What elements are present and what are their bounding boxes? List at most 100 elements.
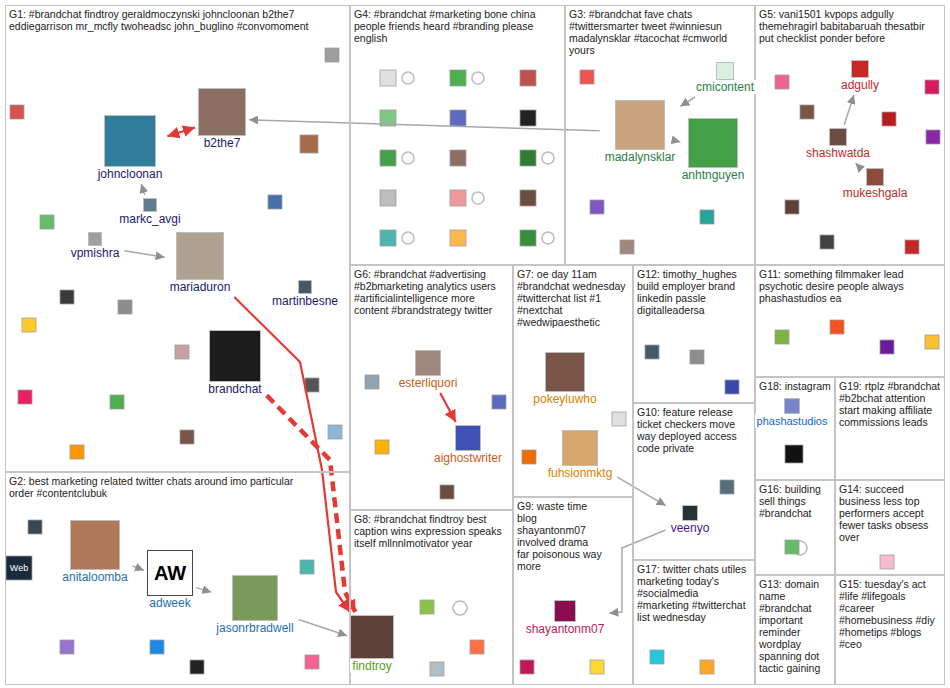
vertex-icon bbox=[492, 395, 506, 409]
group-heading: G18: instagram bbox=[756, 378, 834, 394]
vertex-label: shashwatda bbox=[804, 146, 872, 160]
vertex-icon bbox=[700, 660, 714, 674]
vertex-icon bbox=[450, 190, 466, 206]
vertex-label: adweek bbox=[147, 596, 192, 610]
vertex-icon bbox=[305, 378, 319, 392]
group-heading: G2: best marketing related twitter chats… bbox=[6, 473, 302, 501]
group-heading: G3: #brandchat fave chats #twittersmarte… bbox=[566, 6, 754, 58]
vertex-icon bbox=[175, 345, 189, 359]
vertex-node: fuhsionmktg bbox=[546, 430, 615, 480]
vertex-label: anhtnguyen bbox=[680, 168, 747, 182]
vertex-icon bbox=[60, 640, 74, 654]
vertex-icon bbox=[520, 150, 536, 166]
group-panel: G10: feature release ticket checkers mov… bbox=[633, 403, 755, 560]
vertex-label: cmicontent bbox=[694, 80, 756, 94]
vertex-avatar bbox=[209, 330, 261, 382]
vertex-node: markc_avgi bbox=[117, 198, 182, 226]
logo-text: Web bbox=[6, 556, 32, 580]
vertex-label: anitaloomba bbox=[60, 570, 129, 584]
vertex-icon bbox=[380, 190, 396, 206]
vertex-label: aighostwriter bbox=[432, 451, 504, 465]
connector bbox=[124, 251, 164, 258]
group-panel: G4: #brandchat #marketing bone china peo… bbox=[350, 5, 565, 265]
vertex-avatar bbox=[851, 60, 869, 78]
vertex-node: vpmishra bbox=[69, 232, 122, 260]
connector bbox=[680, 97, 695, 106]
group-heading: G19: rtplz #brandchat #b2bchat attention… bbox=[836, 378, 944, 430]
vertex-icon bbox=[450, 150, 466, 166]
group-panel: G11: something filmmaker lead psychotic … bbox=[755, 265, 945, 377]
vertex-avatar bbox=[545, 352, 585, 392]
vertex-icon bbox=[880, 340, 894, 354]
vertex-avatar bbox=[455, 425, 481, 451]
self-loop bbox=[472, 192, 484, 204]
vertex-icon bbox=[785, 200, 799, 214]
connector bbox=[617, 477, 665, 506]
vertex-label: brandchat bbox=[206, 382, 263, 396]
vertex-node: findtroy bbox=[350, 615, 394, 673]
vertex-icon bbox=[650, 650, 664, 664]
vertex-node: jasonrbradwell bbox=[214, 575, 295, 635]
self-loop bbox=[402, 152, 414, 164]
group-panel: G9: waste time blog shayantonm07 involve… bbox=[513, 497, 633, 685]
vertex-icon bbox=[40, 215, 54, 229]
vertex-icon bbox=[905, 240, 919, 254]
self-loop bbox=[402, 232, 414, 244]
group-panel: G6: #brandchat #advertising #b2bmarketin… bbox=[350, 265, 513, 510]
connector bbox=[167, 128, 195, 137]
group-panel: G8: #brandchat findtroy best caption win… bbox=[350, 510, 513, 685]
group-heading: G8: #brandchat findtroy best caption win… bbox=[351, 511, 512, 551]
vertex-node: johncloonan bbox=[96, 115, 165, 181]
vertex-icon bbox=[470, 640, 484, 654]
vertex-label: shayantonm07 bbox=[524, 622, 607, 636]
vertex-avatar bbox=[415, 350, 441, 376]
group-panel: G3: #brandchat fave chats #twittersmarte… bbox=[565, 5, 755, 265]
vertex-icon bbox=[882, 112, 896, 126]
connector bbox=[267, 395, 356, 612]
group-panel: G17: twitter chats utiles marketing toda… bbox=[633, 560, 755, 685]
vertex-node: martinbesne bbox=[270, 280, 340, 308]
vertex-icon bbox=[775, 75, 789, 89]
vertex-node: anhtnguyen bbox=[680, 118, 747, 182]
vertex-icon bbox=[830, 320, 844, 334]
group-panel: G5: vani1501 kvpops adgully themehragirl… bbox=[755, 5, 945, 265]
vertex-icon bbox=[926, 130, 940, 144]
vertex-label: esterliquori bbox=[397, 376, 460, 390]
vertex-icon bbox=[365, 375, 379, 389]
group-heading: G7: oe day 11am #brandchat wednesday #tw… bbox=[514, 266, 632, 330]
vertex-icon bbox=[725, 380, 739, 394]
vertex-node: esterliquori bbox=[397, 350, 460, 390]
vertex-avatar bbox=[70, 520, 120, 570]
vertex-icon bbox=[880, 555, 894, 569]
vertex-icon bbox=[520, 660, 534, 674]
vertex-icon bbox=[375, 440, 389, 454]
vertex-icon bbox=[190, 660, 204, 674]
vertex-avatar bbox=[716, 62, 734, 80]
vertex-avatar bbox=[143, 198, 157, 212]
vertex-node: brandchat bbox=[206, 330, 263, 396]
group-heading: G6: #brandchat #advertising #b2bmarketin… bbox=[351, 266, 512, 318]
vertex-icon bbox=[820, 235, 834, 249]
vertex-icon bbox=[328, 425, 342, 439]
vertex-icon bbox=[775, 330, 789, 344]
vertex-node: madalynsklar bbox=[603, 100, 678, 164]
vertex-icon bbox=[612, 412, 626, 426]
vertex-icon bbox=[590, 660, 604, 674]
connector bbox=[249, 120, 600, 131]
connector bbox=[856, 163, 858, 165]
group-heading: G12: timothy_hughes build employer brand… bbox=[634, 266, 754, 318]
vertex-icon bbox=[22, 318, 36, 332]
connector bbox=[141, 184, 144, 195]
vertex-icon bbox=[580, 70, 594, 84]
vertex-node: aighostwriter bbox=[432, 425, 504, 465]
vertex-label: findtroy bbox=[350, 659, 393, 673]
group-heading: G10: feature release ticket checkers mov… bbox=[634, 404, 754, 456]
vertex-avatar bbox=[88, 232, 102, 246]
vertex-node: phashastudios bbox=[755, 398, 830, 428]
vertex-icon bbox=[150, 640, 164, 654]
vertex-icon bbox=[18, 390, 32, 404]
connector bbox=[133, 566, 144, 570]
vertex-label: madalynsklar bbox=[603, 150, 678, 164]
vertex-icon bbox=[450, 70, 466, 86]
vertex-icon bbox=[10, 105, 24, 119]
